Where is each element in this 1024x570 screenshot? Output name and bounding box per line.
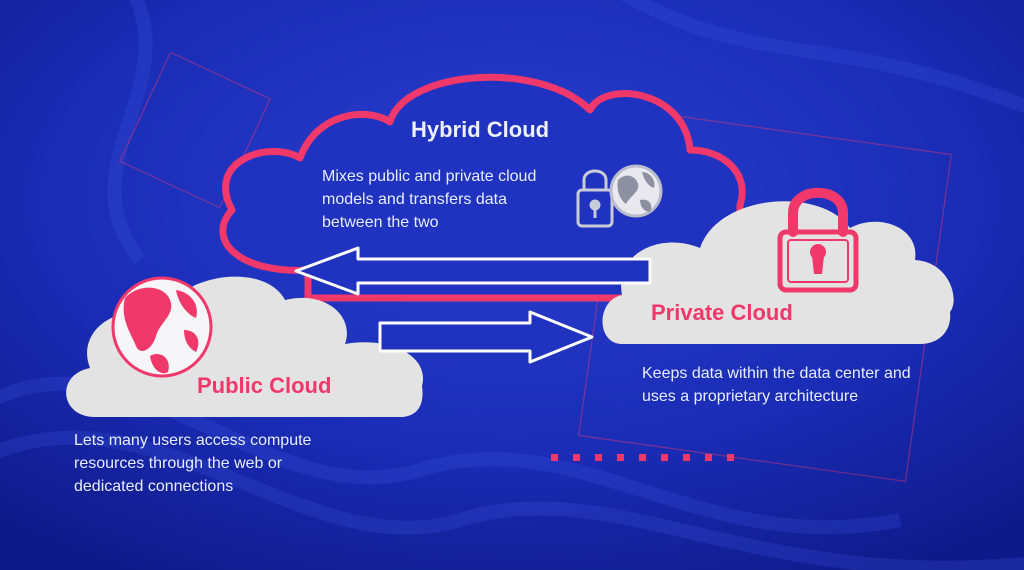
public-cloud-shape	[66, 276, 424, 417]
hybrid-globe-icon	[609, 164, 663, 218]
private-padlock-icon	[777, 187, 859, 293]
private-cloud-title: Private Cloud	[651, 300, 793, 325]
hybrid-desc-line: between the two	[322, 214, 439, 231]
public-globe-icon	[111, 276, 213, 378]
hybrid-padlock-icon	[576, 169, 614, 228]
hybrid-desc-line: models and transfers data	[322, 191, 507, 208]
public-cloud-title: Public Cloud	[197, 373, 332, 398]
arrow-left-icon	[294, 246, 652, 296]
private-desc-line: uses a proprietary architecture	[642, 388, 859, 405]
private-desc-line: Keeps data within the data center and	[642, 365, 911, 382]
dot-row	[551, 454, 734, 461]
hybrid-cloud-outline	[219, 73, 746, 302]
public-cloud-description: Lets many users access compute resources…	[74, 429, 374, 498]
public-desc-line: dedicated connections	[74, 478, 234, 495]
hybrid-cloud-title: Hybrid Cloud	[411, 117, 550, 142]
public-desc-line: resources through the web or	[74, 455, 283, 472]
public-desc-line: Lets many users access compute	[74, 432, 312, 449]
arrow-right-icon	[378, 310, 594, 364]
private-cloud-description: Keeps data within the data center and us…	[642, 362, 942, 408]
hybrid-desc-line: Mixes public and private cloud	[322, 168, 537, 185]
hybrid-cloud-description: Mixes public and private cloud models an…	[322, 165, 562, 234]
